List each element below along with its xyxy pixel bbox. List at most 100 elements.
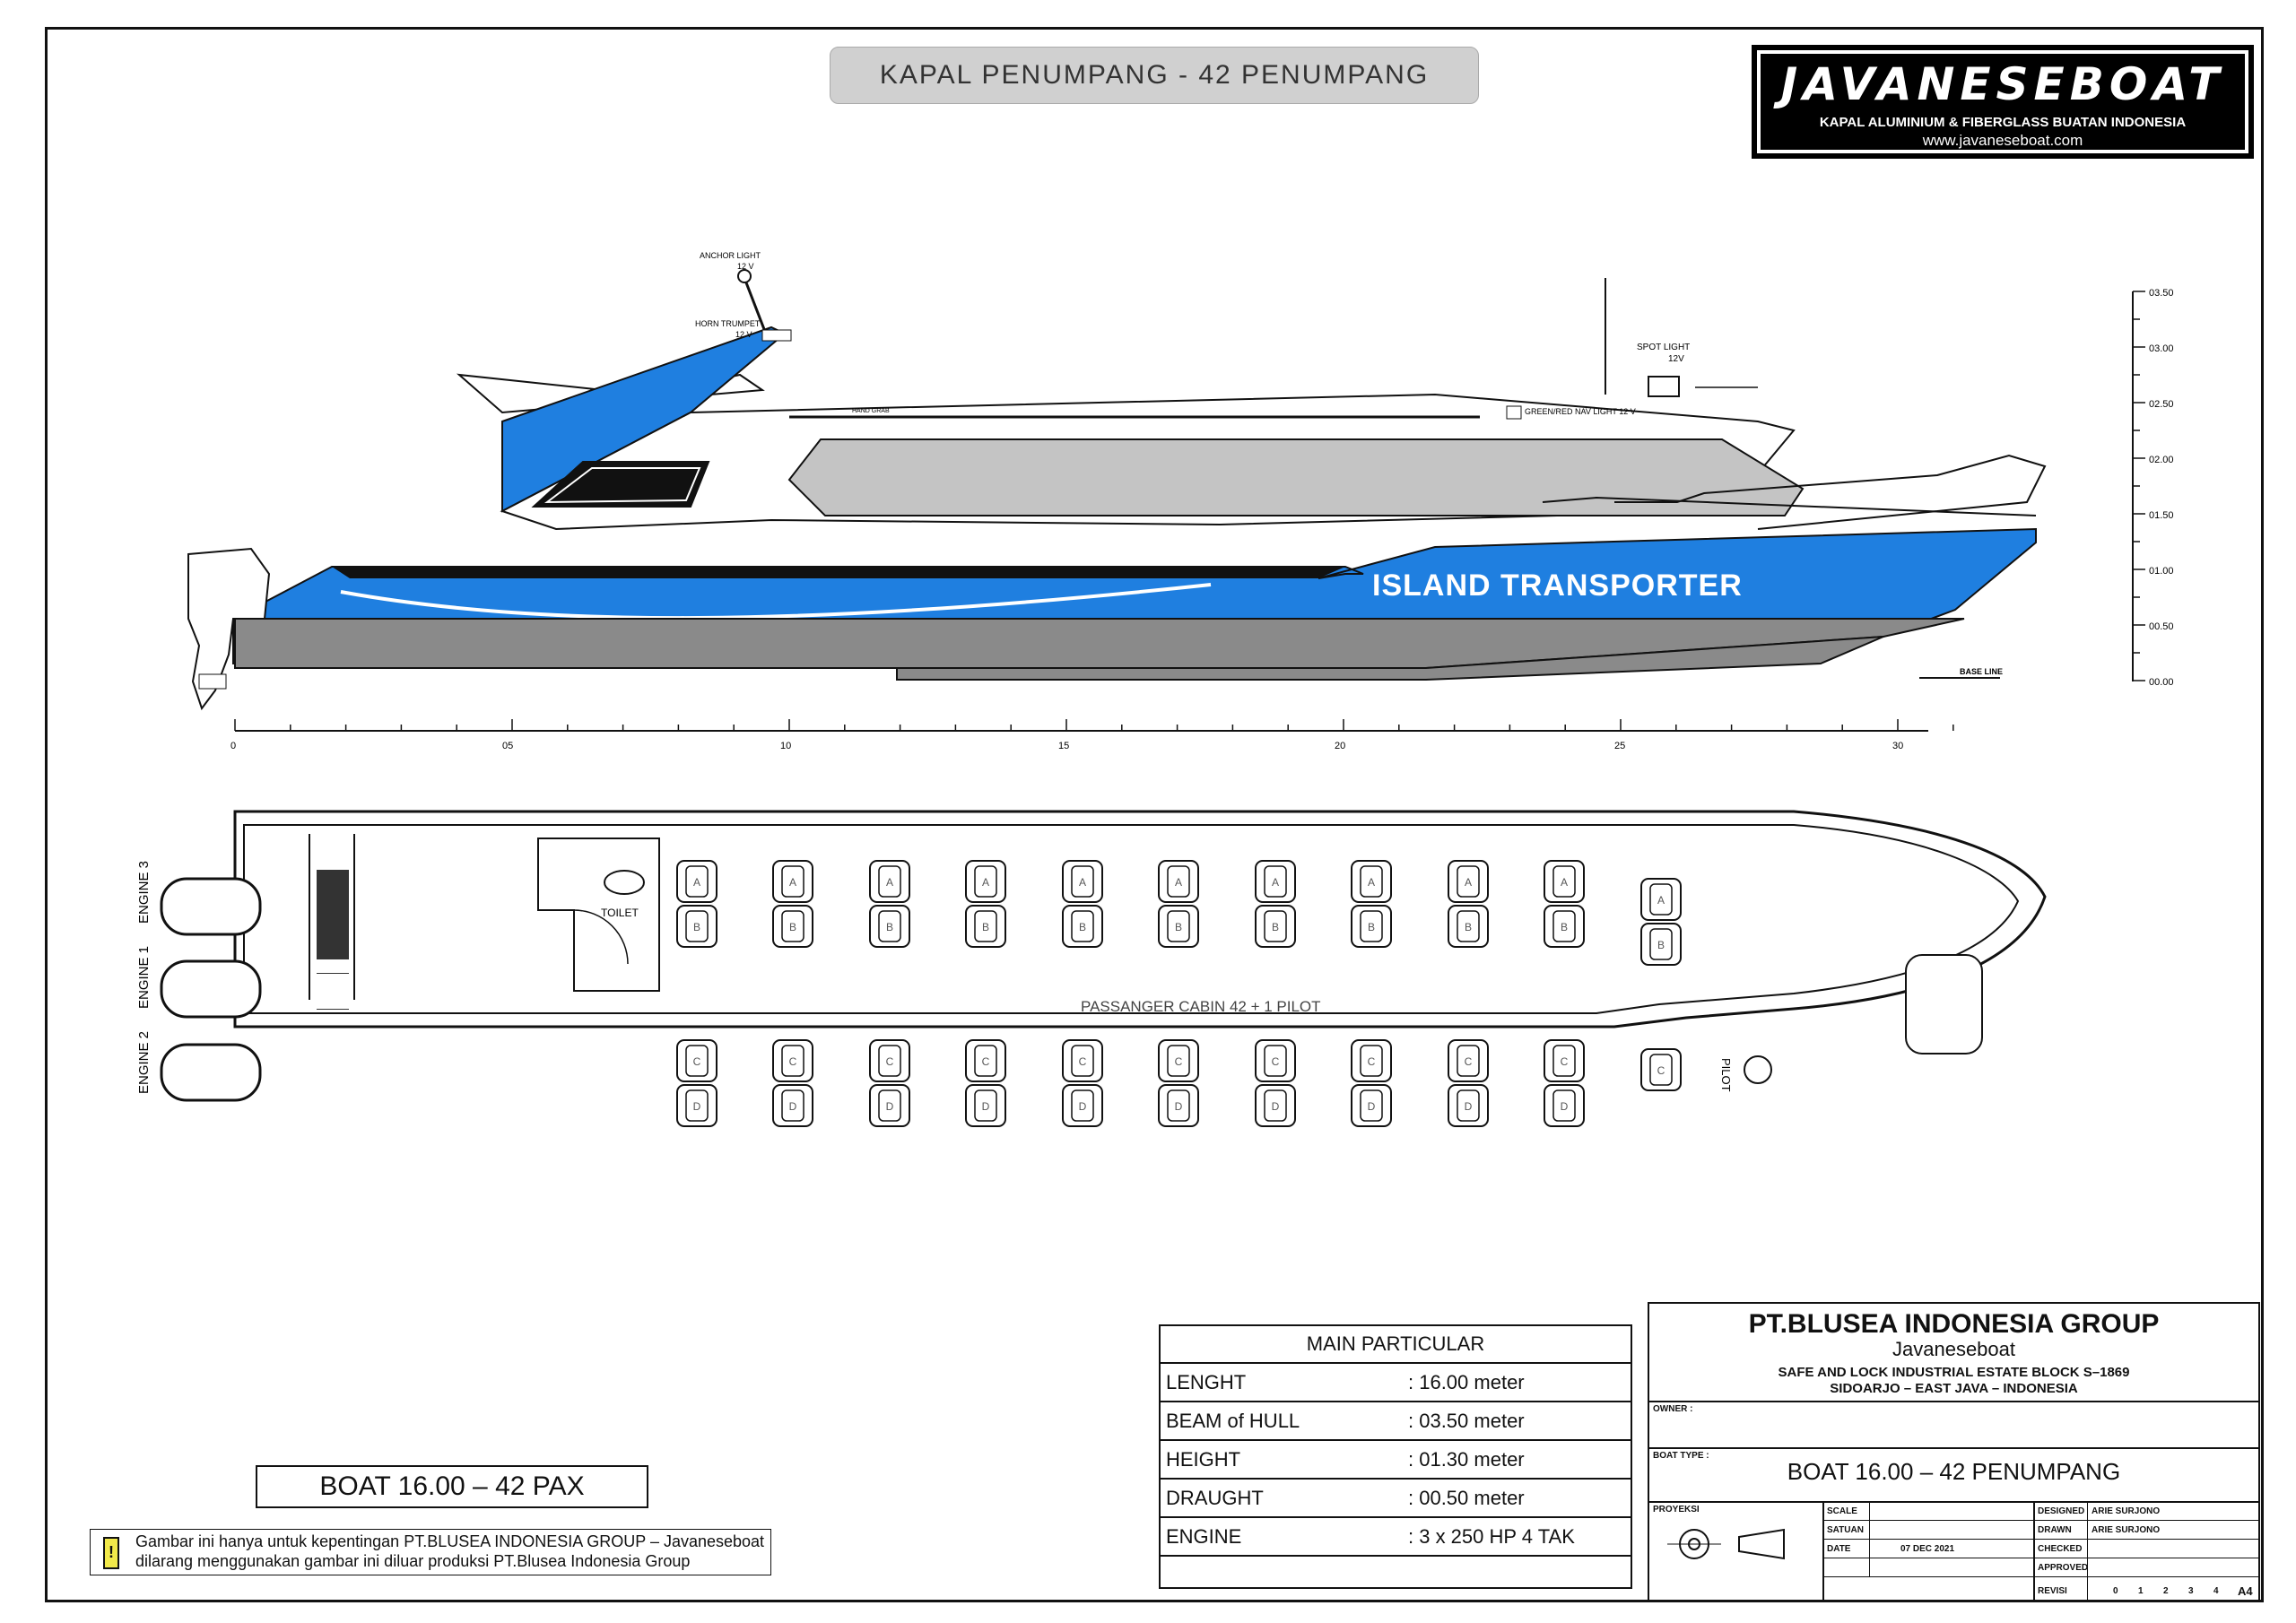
boat-type: BOAT 16.00 – 42 PENUMPANG [1787, 1458, 2121, 1485]
revisi-label: REVISI [2038, 1586, 2067, 1596]
particular-value: : 00.50 meter [1408, 1486, 1525, 1509]
passenger-seat: D [869, 1084, 910, 1127]
length-tick-30: 30 [1892, 741, 1903, 751]
particular-row: BEAM of HULL: 03.50 meter [1161, 1402, 1631, 1441]
passenger-seat: C [869, 1039, 910, 1082]
seat-letter: C [1465, 1055, 1473, 1068]
anchor-light-voltage: 12 V [737, 262, 754, 271]
anchor-light-label: ANCHOR LIGHT [700, 251, 761, 260]
passenger-seat: A [1448, 860, 1489, 903]
height-tick-250: 02.50 [2149, 399, 2174, 410]
side-glass [787, 438, 1805, 516]
drawing-title: KAPAL PENUMPANG - 42 PENUMPANG [830, 47, 1479, 104]
cabin-label: PASSANGER CABIN 42 + 1 PILOT [1081, 998, 1321, 1015]
door-swing [573, 909, 629, 965]
passenger-seat: A [772, 860, 813, 903]
engine-3-label: ENGINE 3 [136, 861, 152, 924]
projection-symbol [1667, 1528, 1785, 1560]
horn-trumpet-voltage: 12 V [735, 330, 752, 339]
deck-rail [1542, 496, 2037, 516]
engine-2: ENGINE 2 [136, 1031, 262, 1102]
nav-light-label: GREEN/RED NAV LIGHT 12 V [1525, 407, 1636, 416]
window-frame [544, 467, 701, 504]
seat-letter: A [1561, 876, 1568, 889]
seat-letter: D [1368, 1100, 1376, 1113]
company-address-2: SIDOARJO – EAST JAVA – INDONESIA [1830, 1381, 2078, 1396]
particular-key: ENGINE [1166, 1524, 1242, 1548]
propeller [198, 673, 227, 690]
seat-letter: B [1079, 921, 1086, 933]
passenger-seat: B [1158, 905, 1199, 948]
date-label: DATE [1827, 1544, 1851, 1554]
date-value: 07 DEC 2021 [1900, 1544, 1955, 1554]
passenger-seat: C [1351, 1039, 1392, 1082]
seat-letter: C [1175, 1055, 1183, 1068]
engine-vent-1 [317, 870, 349, 959]
seat-letter: D [1465, 1100, 1473, 1113]
pilot-label: PILOT [1719, 1058, 1733, 1092]
seat-letter: C [789, 1055, 797, 1068]
passenger-seat: D [1158, 1084, 1199, 1127]
seat-letter: C [1272, 1055, 1280, 1068]
length-tick-0: 0 [230, 741, 236, 751]
seat-letter: B [1657, 939, 1665, 951]
company-subtitle: Javaneseboat [1892, 1338, 2015, 1360]
length-tick-15: 15 [1058, 741, 1069, 751]
seat-letter: A [982, 876, 989, 889]
grid-line [1822, 1539, 2260, 1540]
seat-letter: D [693, 1100, 701, 1113]
owner-label: OWNER : [1653, 1404, 1693, 1414]
passenger-seat: D [1544, 1084, 1585, 1127]
toilet-walls [537, 838, 660, 992]
seat-letter: B [789, 921, 796, 933]
title-block: PT.BLUSEA INDONESIA GROUP Javaneseboat S… [1648, 1302, 2260, 1602]
logo-brand: JAVANESEBOAT [1780, 58, 2225, 110]
toilet-icon [604, 870, 645, 895]
passenger-seat: B [1255, 905, 1296, 948]
passenger-seat: D [1255, 1084, 1296, 1127]
seat-letter: A [1175, 876, 1182, 889]
passenger-seat: A [1158, 860, 1199, 903]
passenger-seat: B [1448, 905, 1489, 948]
passenger-seat: B [1351, 905, 1392, 948]
seat-letter: D [789, 1100, 797, 1113]
passenger-seat: A [965, 860, 1006, 903]
rev-0: 0 [2113, 1586, 2118, 1596]
side-view-drawing: GREEN/RED NAV LIGHT 12 V HAND GRAB SPOT … [187, 251, 2174, 751]
engine-3: ENGINE 3 [136, 861, 262, 936]
divider [1649, 1501, 2258, 1503]
nav-light-icon [1506, 405, 1522, 420]
particular-key: DRAUGHT [1166, 1486, 1264, 1509]
seat-letter: A [1465, 876, 1472, 889]
passenger-seat: A [869, 860, 910, 903]
seat-letter: B [1272, 921, 1279, 933]
passenger-seat: C [1158, 1039, 1199, 1082]
divider [1649, 1401, 2258, 1402]
bow-hatch [1905, 954, 1983, 1055]
seat-letter: B [1561, 921, 1568, 933]
length-tick-25: 25 [1614, 741, 1625, 751]
height-tick-150: 01.50 [2149, 510, 2174, 521]
main-particular-header: MAIN PARTICULAR [1161, 1326, 1631, 1364]
anchor-light-mast [743, 277, 769, 337]
notice-text: Gambar ini hanya untuk kepentingan PT.BL… [135, 1532, 765, 1570]
keel [896, 636, 1884, 681]
seat-letter: B [693, 921, 700, 933]
radar-arch [501, 325, 787, 513]
seat-letter: B [982, 921, 989, 933]
height-tick-300: 03.00 [2149, 343, 2174, 354]
horn-trumpet-label: HORN TRUMPET [695, 319, 761, 328]
sheet-size: A4 [2238, 1584, 2253, 1598]
proyeksi-label: PROYEKSI [1653, 1505, 1700, 1515]
particular-value: : 01.30 meter [1408, 1447, 1525, 1471]
passenger-seat: C [1255, 1039, 1296, 1082]
rev-2: 2 [2163, 1586, 2169, 1596]
hand-grab-label: HAND GRAB [852, 408, 890, 414]
grid-line [1869, 1501, 1870, 1576]
seat-letter: C [886, 1055, 894, 1068]
seating-layout: ABCDABCDABCDABCDABCDABCDABCDABCDABCDABCD… [676, 860, 1682, 1127]
seat-letter: A [1272, 876, 1279, 889]
passenger-seat: A [1544, 860, 1585, 903]
passenger-seat: C [1544, 1039, 1585, 1082]
divider [1649, 1447, 2258, 1449]
